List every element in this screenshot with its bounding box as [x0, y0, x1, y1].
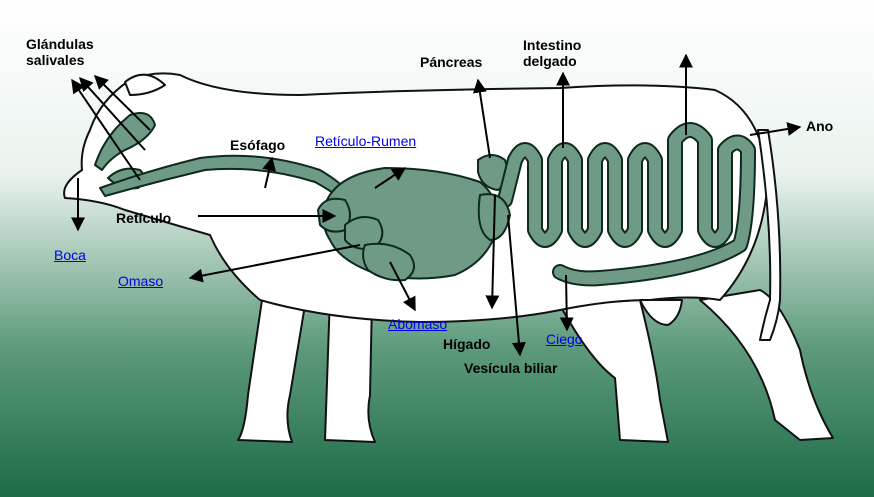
label-ano: Ano [806, 118, 833, 134]
label-glandulas-salivales-line1: Glándulas [26, 36, 94, 52]
link-ciego[interactable]: Ciego [546, 331, 583, 347]
arrow-ciego [566, 275, 567, 330]
link-abomaso[interactable]: Abomaso [388, 316, 447, 332]
label-higado: Hígado [443, 336, 490, 352]
label-vesicula-biliar: Vesícula biliar [464, 360, 557, 376]
link-boca[interactable]: Boca [54, 247, 86, 263]
link-omaso[interactable]: Omaso [118, 273, 163, 289]
label-intestino-delgado-line2: delgado [523, 53, 577, 69]
label-glandulas-salivales-line2: salivales [26, 52, 84, 68]
link-reticulo-rumen[interactable]: Retículo-Rumen [315, 133, 416, 149]
label-intestino-delgado-line1: Intestino [523, 37, 581, 53]
label-pancreas: Páncreas [420, 54, 482, 70]
label-esofago: Esófago [230, 137, 285, 153]
label-reticulo: Retículo [116, 210, 171, 226]
